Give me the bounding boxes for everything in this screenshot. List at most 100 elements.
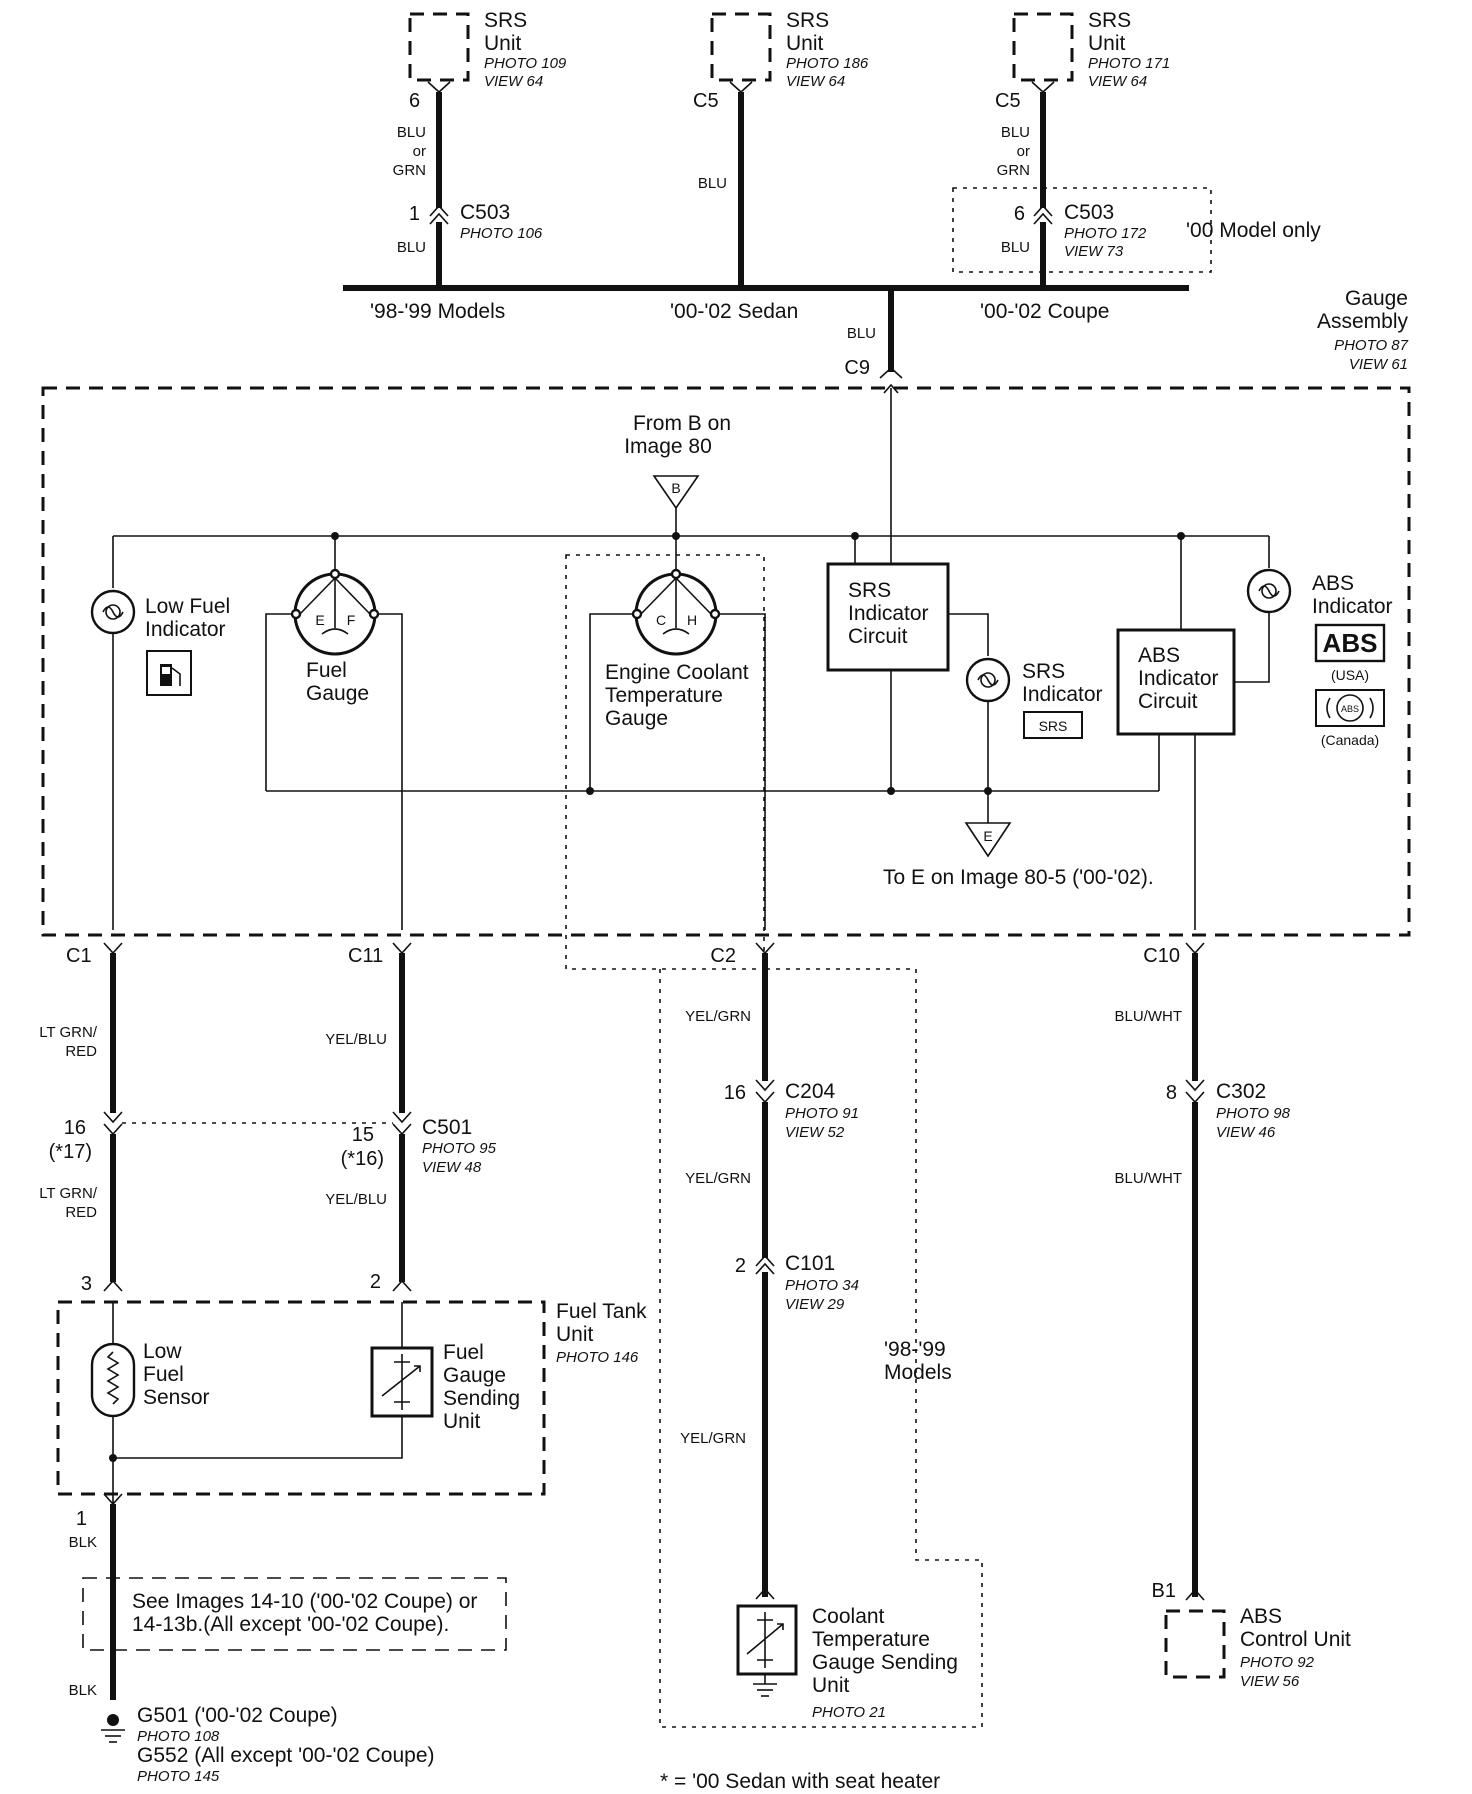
c503-pin-3: 6 (1014, 203, 1025, 225)
c302-pin: 8 (1166, 1082, 1177, 1104)
abs-circuit-label-1: ABS (1138, 644, 1180, 667)
srs-unit-2-pin: C5 (693, 90, 719, 112)
c501-photo: PHOTO 95 (422, 1140, 497, 1157)
coolant-sender-label-2: Temperature (812, 1628, 930, 1651)
c302-photo: PHOTO 98 (1216, 1105, 1291, 1122)
g552-photo: PHOTO 145 (137, 1768, 220, 1785)
ground-symbol (101, 1714, 125, 1743)
models-98-99-dotted-region (659, 968, 983, 1728)
abs-indicator-circuit-box (1116, 628, 1236, 736)
to-e-text: To E on Image 80-5 ('00-'02). (883, 866, 1154, 889)
srs-unit-1-photo: PHOTO 109 (484, 55, 567, 72)
srs-unit-3-wire-b: or (1017, 143, 1030, 160)
abs-canada-label: (Canada) (1321, 732, 1379, 748)
gauge-assembly-box (41, 386, 1411, 937)
srs-unit-3-wire-a: BLU (1001, 124, 1030, 141)
low-sensor-label-1: Low (143, 1340, 182, 1363)
fuel-gauge-meter: E F (290, 568, 380, 656)
coolant-gauge-h-mark: H (687, 612, 697, 628)
c101-view: VIEW 29 (785, 1296, 845, 1313)
srs-unit-3: SRS Unit PHOTO 171 VIEW 64 C5 BLU or GRN… (952, 9, 1321, 285)
c9-connector (879, 366, 903, 379)
abs-unit-photo: PHOTO 92 (1240, 1654, 1315, 1671)
c10-wire-label-2: BLU/WHT (1115, 1170, 1183, 1187)
srs-unit-3-connector (1033, 204, 1053, 217)
low-fuel-label-1: Low Fuel (145, 595, 230, 618)
c2-wire-label-1: YEL/GRN (685, 1008, 751, 1025)
abs-indicator-bulb (1246, 568, 1292, 614)
srs-unit-1-view: VIEW 64 (484, 73, 543, 90)
c501-label: C501 (422, 1116, 472, 1139)
c501-pin-16: 16 (64, 1117, 86, 1139)
srs-unit-2-title: SRS (786, 9, 829, 32)
srs-unit-1-wire2: BLU (397, 239, 426, 256)
c302-label: C302 (1216, 1080, 1266, 1103)
coolant-gauge-label-3: Gauge (605, 707, 668, 730)
model-only-note: '00 Model only (1186, 219, 1321, 242)
srs-unit-3-pin: C5 (995, 90, 1021, 112)
abs-canada-badge-text: ABS (1341, 704, 1359, 714)
c101-photo: PHOTO 34 (785, 1277, 859, 1294)
sensor-pin-3: 3 (81, 1273, 92, 1295)
pin-c2: C2 (710, 945, 736, 967)
from-b-letter: B (671, 480, 680, 496)
models-98-99-label-2: Models (884, 1361, 952, 1384)
gauge-assembly-title-2: Assembly (1317, 310, 1409, 333)
c204-photo: PHOTO 91 (785, 1105, 859, 1122)
srs-unit-2-photo: PHOTO 186 (786, 55, 869, 72)
g552-label: G552 (All except '00-'02 Coupe) (137, 1744, 435, 1767)
srs-unit-2-box (710, 12, 772, 82)
pin-c1: C1 (66, 945, 92, 967)
from-b-text-2: Image 80 (624, 435, 712, 458)
ground-note-1: See Images 14-10 ('00-'02 Coupe) or (132, 1590, 477, 1613)
srs-unit-3-title: SRS (1088, 9, 1131, 32)
srs-unit-2-sub: Unit (786, 32, 824, 55)
c503-view-3: VIEW 73 (1064, 243, 1124, 260)
models-98-99-label-1: '98-'99 (884, 1338, 946, 1361)
abs-indicator-label-2: Indicator (1312, 595, 1393, 618)
abs-unit-view: VIEW 56 (1240, 1673, 1300, 1690)
srs-unit-1-title: SRS (484, 9, 527, 32)
model-label-coupe: '00-'02 Coupe (980, 300, 1109, 323)
srs-unit-3-terminal (1031, 81, 1055, 94)
fuel-pump-icon (146, 650, 192, 696)
c2-wire-label-2: YEL/GRN (685, 1170, 751, 1187)
coolant-gauge-c-mark: C (656, 612, 666, 628)
c101-label: C101 (785, 1252, 835, 1275)
model-label-sedan: '00-'02 Sedan (670, 300, 798, 323)
abs-unit-label-2: Control Unit (1240, 1628, 1351, 1651)
fuel-gauge-e-mark: E (315, 612, 324, 628)
srs-unit-1-wire-b: or (413, 143, 426, 160)
c11-wire-label: YEL/BLU (325, 1031, 387, 1048)
c501-pin-17: (*17) (49, 1141, 92, 1163)
abs-pin-b1: B1 (1152, 1580, 1176, 1602)
c503-photo-1: PHOTO 106 (460, 225, 543, 242)
coolant-gauge-label-1: Engine Coolant (605, 661, 749, 684)
sending-label-1: Fuel (443, 1341, 484, 1364)
c204-pin: 16 (724, 1082, 746, 1104)
srs-badge-text: SRS (1039, 718, 1068, 734)
fuel-gauge-label-1: Fuel (306, 659, 347, 682)
to-e-letter: E (983, 828, 992, 844)
fuel-tank-title-2: Unit (556, 1323, 594, 1346)
c501-pin-16b: (*16) (341, 1148, 384, 1170)
coolant-sender-photo: PHOTO 21 (812, 1704, 886, 1721)
srs-unit-2-wire-a: BLU (698, 175, 727, 192)
srs-unit-1-terminal (427, 81, 451, 94)
low-fuel-label-2: Indicator (145, 618, 226, 641)
srs-indicator-bulb (965, 657, 1011, 703)
low-fuel-sensor (90, 1342, 136, 1418)
ground-note-box (82, 1577, 507, 1651)
pin-c10: C10 (1143, 945, 1180, 967)
srs-unit-1-wire-a: BLU (397, 124, 426, 141)
srs-indicator-label-2: Indicator (1022, 683, 1103, 706)
pin-c11: C11 (348, 945, 383, 967)
footnote: * = '00 Sedan with seat heater (660, 1770, 940, 1793)
g501-label: G501 ('00-'02 Coupe) (137, 1704, 338, 1727)
c1-wire-label-2: RED (65, 1043, 97, 1060)
c1-wire2-label-1: LT GRN/ (39, 1185, 98, 1202)
low-sensor-label-3: Sensor (143, 1386, 210, 1409)
c302-view: VIEW 46 (1216, 1124, 1276, 1141)
c204-label: C204 (785, 1080, 836, 1103)
